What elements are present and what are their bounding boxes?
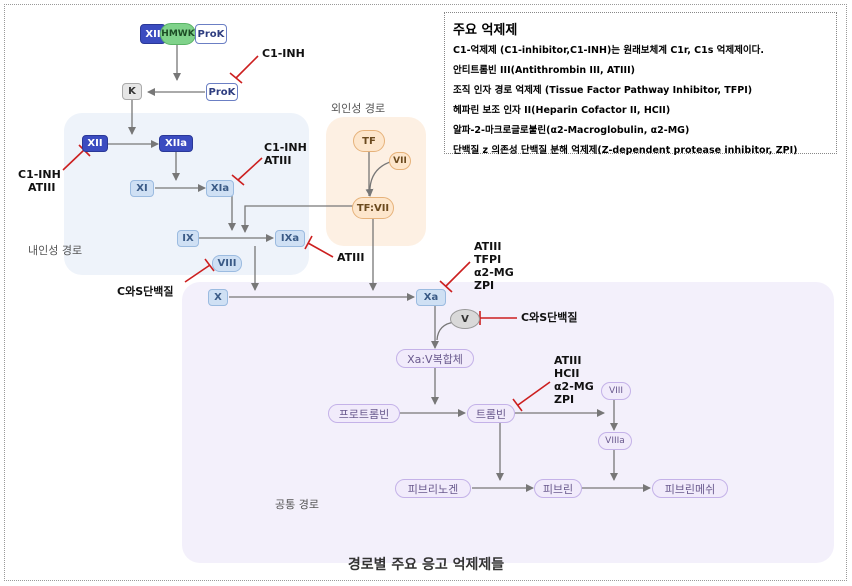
inhibitor-protein-cs-right: C와S단백질	[521, 311, 578, 324]
node-xa-v-complex: Xa:V복합체	[396, 349, 474, 368]
extrinsic-pathway-label: 외인성 경로	[331, 102, 386, 115]
inhibitor-xa-group: ATIII TFPI α2-MG ZPI	[474, 240, 514, 292]
inhibit-c1inh-prok	[235, 55, 259, 79]
figure-caption: 경로별 주요 응고 억제제들	[347, 557, 505, 573]
legend-item-atiii: 안티트롬빈 III(Antithrombin III, ATIII)	[453, 65, 635, 76]
inhibitor-thrombin-a2mg: α2-MG	[554, 380, 594, 393]
inhibit-ixa	[307, 242, 334, 258]
node-xia: XIa	[206, 180, 234, 197]
inhibitor-thrombin-hcii: HCII	[554, 367, 580, 380]
arrow-vii-to-tfvii	[365, 161, 391, 197]
intrinsic-pathway-label: 내인성 경로	[28, 244, 83, 257]
common-pathway-label: 공통 경로	[275, 498, 319, 511]
node-vii: VII	[389, 152, 411, 170]
node-xa: Xa	[416, 289, 446, 306]
legend-title: 주요 억제제	[453, 23, 518, 38]
node-prothrombin: 프로트롬빈	[328, 404, 400, 423]
inhibitor-left-atiii: ATIII	[28, 181, 56, 194]
inhibitor-legend: 주요 억제제 C1-억제제 (C1-inhibitor,C1-INH)는 원래보…	[444, 12, 837, 156]
arrow-tfvii-to-ixa	[241, 205, 353, 233]
node-fibrin-mesh: 피브린메쉬	[652, 479, 728, 498]
inhibit-thrombin	[517, 381, 551, 406]
inhibitor-left-c1inh: C1-INH	[18, 168, 61, 181]
inhibitor-ixa-atiii: ATIII	[337, 251, 365, 264]
node-xi: XI	[130, 180, 154, 197]
node-xiia: XIIa	[159, 135, 193, 152]
inhibitor-xa-zpi: ZPI	[474, 279, 495, 292]
inhibitor-xa-a2mg: α2-MG	[474, 266, 514, 279]
node-prok-top: ProK	[195, 24, 227, 44]
inhibitor-xia-c1inh: C1-INH	[264, 141, 307, 154]
inhibit-xa	[445, 261, 471, 287]
node-v: V	[450, 309, 480, 329]
node-k: K	[122, 83, 142, 100]
inhibitor-thrombin-atiii: ATIII	[554, 354, 582, 367]
node-fibrinogen: 피브리노겐	[395, 479, 471, 498]
node-fibrin: 피브린	[534, 479, 582, 498]
inhibitor-xia-group: C1-INH ATIII	[264, 141, 307, 167]
inhibit-thrombin-bar	[512, 398, 523, 412]
node-tf-vii: TF:VII	[352, 197, 394, 219]
inhibitor-left-group: C1-INH ATIII	[18, 168, 61, 194]
inhibit-viii	[184, 264, 211, 283]
inhibit-left-xii	[62, 149, 85, 171]
legend-item-hcii: 헤파린 보조 인자 II(Heparin Cofactor II, HCII)	[453, 105, 671, 116]
figure-frame	[4, 4, 847, 581]
node-viii: VIII	[212, 255, 242, 272]
legend-item-c1inh: C1-억제제 (C1-inhibitor,C1-INH)는 원래보체계 C1r,…	[453, 45, 764, 56]
node-hmwk: HMWK	[160, 23, 196, 45]
inhibitor-protein-cs-left: C와S단백질	[117, 285, 174, 298]
inhibitor-xa-atiii: ATIII	[474, 240, 502, 253]
legend-item-zpi: 단백질 z 의존성 단백질 분해 억제제(Z-dependent proteas…	[453, 145, 798, 156]
node-ixa: IXa	[275, 230, 305, 247]
node-viii-common: VIII	[601, 382, 631, 400]
node-xii: XII	[82, 135, 108, 152]
inhibit-xa-bar	[439, 280, 453, 293]
node-viiia: VIIIa	[598, 432, 632, 450]
node-ix: IX	[177, 230, 199, 247]
inhibitor-thrombin-group: ATIII HCII α2-MG ZPI	[554, 354, 594, 406]
node-x: X	[208, 289, 228, 306]
inhibitor-thrombin-zpi: ZPI	[554, 393, 575, 406]
inhibitor-xia-atiii: ATIII	[264, 154, 292, 167]
inhibit-xia	[237, 157, 263, 181]
inhibit-xia-bar	[231, 174, 245, 186]
node-tf: TF	[353, 130, 385, 152]
legend-item-a2mg: 알파-2-마크로글로불린(α2-Macroglobulin, α2-MG)	[453, 125, 690, 136]
inhibit-viii-bar	[204, 258, 215, 272]
node-prok: ProK	[206, 83, 238, 101]
legend-item-tfpi: 조직 인자 경로 억제제 (Tissue Factor Pathway Inhi…	[453, 85, 753, 96]
inhibit-ixa-bar	[304, 235, 313, 250]
inhibitor-c1inh-top: C1-INH	[262, 47, 305, 60]
inhibit-c1inh-prok-bar	[229, 72, 243, 84]
inhibitor-xa-tfpi: TFPI	[474, 253, 502, 266]
node-thrombin: 트롬빈	[467, 404, 515, 423]
